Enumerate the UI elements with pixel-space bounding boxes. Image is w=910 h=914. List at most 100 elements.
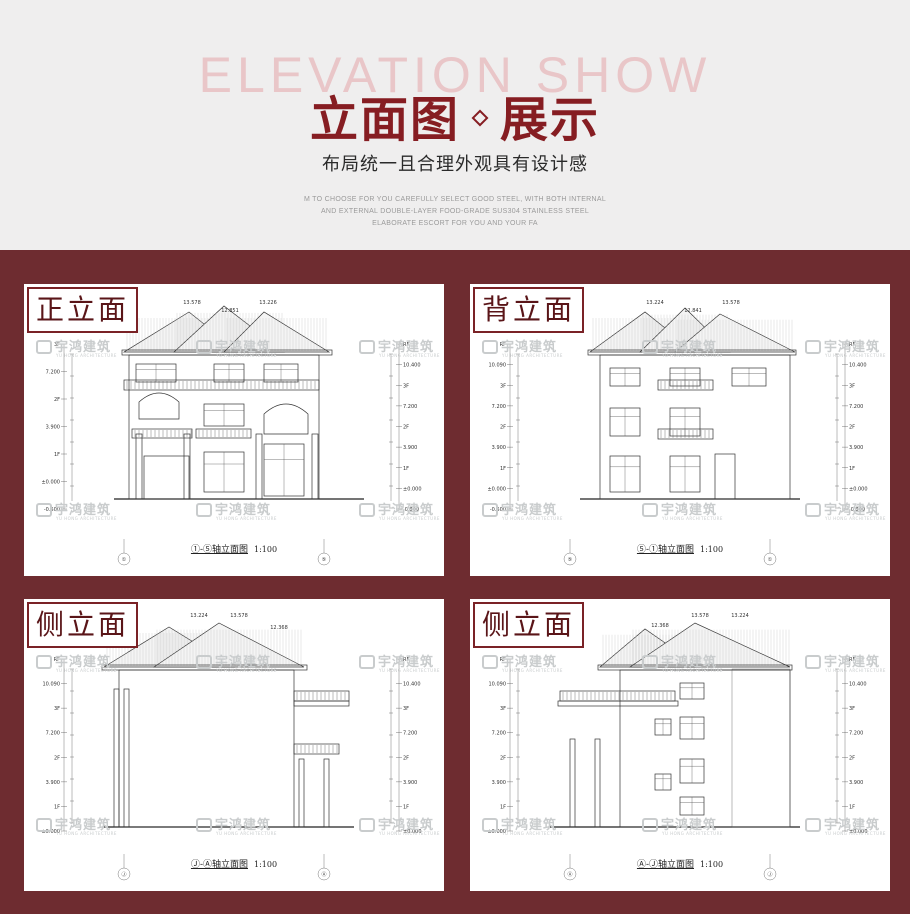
- balustrade: [559, 690, 676, 702]
- level-label: RF: [403, 657, 409, 663]
- ridge-level-label: 13.578: [722, 300, 740, 306]
- watermark-logo-icon: [805, 339, 821, 354]
- watermark-sub: YU HONG ARCHITECTURE: [502, 668, 563, 673]
- watermark-logo-icon: [36, 502, 52, 517]
- roof-right: [223, 311, 331, 353]
- watermark-logo-icon: [196, 339, 212, 354]
- elevation-tag: 侧立面: [473, 602, 585, 648]
- title-right: 展示: [500, 92, 601, 148]
- caption-scale: 1:100: [253, 860, 278, 869]
- small-text-line: ELABORATE ESCORT FOR YOU AND YOUR FA: [372, 220, 538, 227]
- ridge-level-label: 13.224: [190, 613, 208, 619]
- watermark-sub: YU HONG ARCHITECTURE: [216, 668, 277, 673]
- balustrade: [131, 428, 193, 439]
- level-label: 1F: [500, 804, 506, 810]
- level-label: -0.500: [403, 507, 419, 513]
- watermark-name: 宇鸿建筑: [501, 655, 558, 670]
- caption-axis: Ⓐ-Ⓙ轴立面图: [636, 860, 694, 870]
- watermark-name: 宇鸿建筑: [378, 503, 435, 518]
- level-label: 10.400: [849, 363, 867, 369]
- small-english-text: M TO CHOOSE FOR YOU CAREFULLY SELECT GOO…: [0, 194, 910, 230]
- ridge-level-label: 12.368: [270, 625, 288, 631]
- level-label: 3.900: [403, 445, 417, 451]
- watermark-name: 宇鸿建筑: [215, 655, 272, 670]
- watermark-sub: YU HONG ARCHITECTURE: [56, 831, 117, 836]
- watermark-sub: YU HONG ARCHITECTURE: [825, 668, 886, 673]
- axis-marker-label: ⑤: [322, 557, 326, 563]
- rear-door: [714, 453, 736, 500]
- watermark-name: 宇鸿建筑: [55, 818, 112, 833]
- column: [123, 688, 130, 828]
- watermark-sub: YU HONG ARCHITECTURE: [502, 516, 563, 521]
- watermark-logo-icon: [359, 339, 375, 354]
- level-label: 3F: [849, 383, 855, 389]
- level-label: 1F: [403, 804, 409, 810]
- balustrade: [657, 428, 714, 440]
- background-title: ELEVATION SHOW: [198, 47, 712, 103]
- arched-window: [263, 403, 309, 435]
- column: [323, 758, 330, 828]
- level-label: 3.900: [849, 445, 863, 451]
- watermark-logo-icon: [196, 654, 212, 669]
- watermark-name: 宇鸿建筑: [501, 818, 558, 833]
- level-label: RF: [849, 342, 855, 348]
- watermark-name: 宇鸿建筑: [824, 340, 881, 355]
- balcony-slab: [557, 700, 679, 707]
- level-label: 3F: [500, 383, 506, 389]
- level-label: 10.400: [403, 682, 421, 688]
- axis-marker-label: ⑤: [568, 557, 572, 563]
- watermark-logo-icon: [805, 817, 821, 832]
- level-label: ±0.000: [849, 486, 868, 492]
- balcony-slab: [293, 700, 350, 707]
- level-label: ±0.000: [487, 486, 506, 492]
- level-label: RF: [403, 342, 409, 348]
- column: [569, 738, 576, 828]
- column: [594, 738, 601, 828]
- level-label: ±0.000: [403, 486, 422, 492]
- watermark-sub: YU HONG ARCHITECTURE: [825, 831, 886, 836]
- watermark-sub: YU HONG ARCHITECTURE: [56, 353, 117, 358]
- column: [255, 433, 263, 500]
- ridge-level-label: 12.368: [651, 623, 669, 629]
- watermark-name: 宇鸿建筑: [215, 340, 272, 355]
- caption-axis: ⑤-①轴立面图: [636, 545, 694, 555]
- balustrade: [195, 428, 252, 439]
- watermark-name: 宇鸿建筑: [55, 655, 112, 670]
- page-subtitle: 布局统一且合理外观具有设计感: [322, 154, 588, 175]
- level-label: 10.090: [489, 363, 507, 369]
- watermark-name: 宇鸿建筑: [661, 655, 718, 670]
- level-label: 3.900: [492, 445, 506, 451]
- watermark-logo-icon: [196, 817, 212, 832]
- watermark-name: 宇鸿建筑: [824, 818, 881, 833]
- watermark-logo-icon: [642, 502, 658, 517]
- building-body: [599, 354, 791, 500]
- level-label: 2F: [849, 425, 855, 431]
- watermark-logo-icon: [482, 654, 498, 669]
- ridge-level-label: 12.851: [221, 308, 239, 314]
- building-body: [619, 669, 791, 828]
- watermark-sub: YU HONG ARCHITECTURE: [56, 668, 117, 673]
- watermark-name: 宇鸿建筑: [661, 340, 718, 355]
- watermark-logo-icon: [359, 817, 375, 832]
- watermark-sub: YU HONG ARCHITECTURE: [216, 516, 277, 521]
- level-label: 3F: [500, 706, 506, 712]
